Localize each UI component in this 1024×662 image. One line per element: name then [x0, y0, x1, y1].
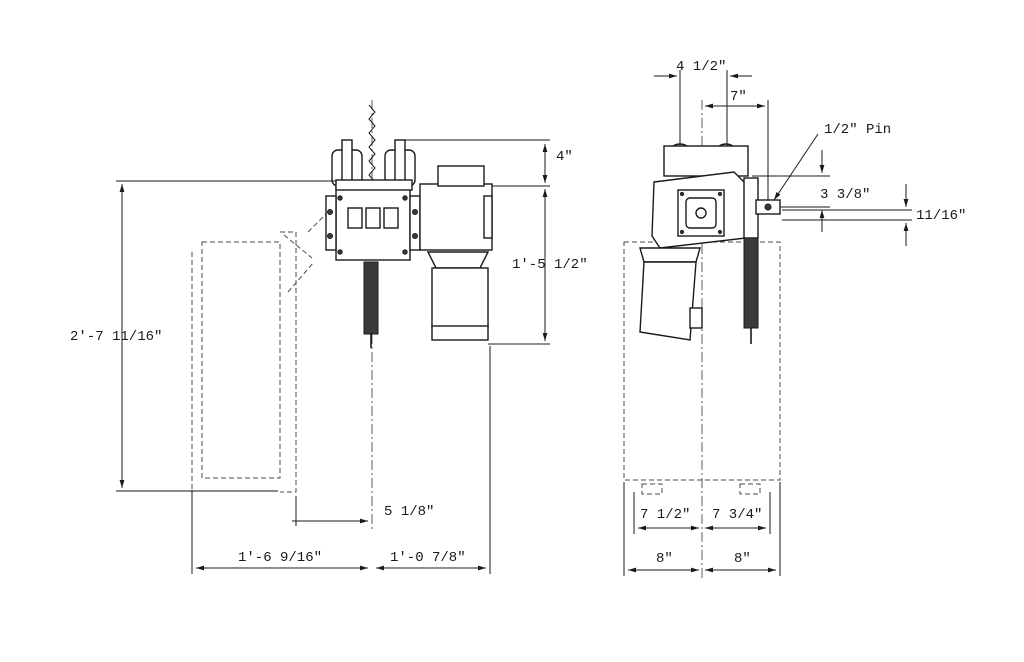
end-motor: [639, 261, 697, 341]
load-block-bracket: [191, 231, 297, 493]
dim-left-half: 7 1/2": [640, 507, 690, 523]
dim-right-width: 1'-0 7/8": [390, 550, 466, 566]
dim-left-width: 1'-6 9/16": [238, 550, 322, 566]
motor: [431, 267, 489, 329]
chain-icon: [368, 104, 376, 183]
dim-chain-offset: 5 1/8": [384, 504, 434, 520]
side-view: 2'-7 11/16" 4" 1'-5 1/2" 5 1/8" 1'-6 9/1…: [70, 100, 588, 574]
end-view: 4 1/2" 7" 1/2" Pin 3 3/8" 11/16" 7 1/2" …: [623, 59, 966, 580]
dim-right-half: 7 3/4": [712, 507, 762, 523]
dim-end-left-width: 8": [656, 551, 673, 567]
dim-pin-height: 3 3/8": [820, 187, 870, 203]
dim-end-right-width: 8": [734, 551, 751, 567]
dim-center-to-pin: 7": [730, 89, 747, 105]
hook-spring-icon: [363, 261, 379, 335]
pin-label: 1/2" Pin: [824, 122, 891, 138]
dim-wheel-spacing: 4 1/2": [676, 59, 726, 75]
dim-flange-thickness: 11/16": [916, 208, 966, 224]
dim-top-to-beam: 4": [556, 149, 573, 165]
gearbox: [419, 183, 493, 251]
load-block-outline: [201, 241, 281, 479]
dim-overall-height: 2'-7 11/16": [70, 329, 162, 345]
bolt-icon: [327, 209, 333, 215]
end-spring-icon: [743, 237, 759, 329]
dim-motor-height: 1'-5 1/2": [512, 257, 588, 273]
